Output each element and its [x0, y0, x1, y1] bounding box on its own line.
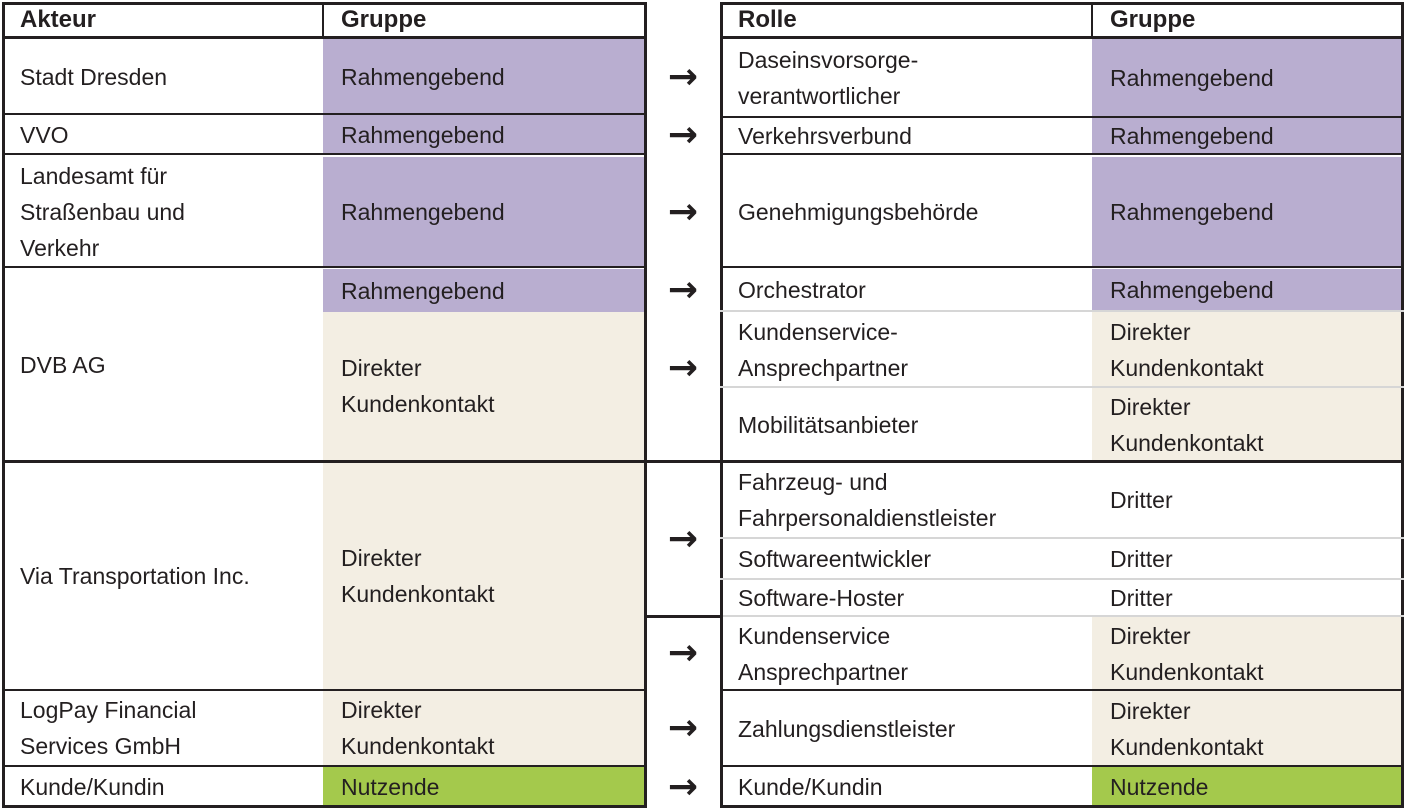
group-cell: Rahmengebend: [1110, 65, 1274, 91]
header-row-divider: [720, 36, 1404, 39]
actor-cell-kunde: Kunde/Kundin: [20, 773, 165, 800]
group-fill-direkter-kundenkontakt: [1092, 617, 1402, 690]
group-cell: Direkter Kundenkontakt: [1110, 622, 1264, 685]
group-fill-direkter-kundenkontakt: [1092, 312, 1402, 387]
header-cell-rolle: Rolle: [738, 5, 797, 33]
group-cell: Rahmengebend: [341, 122, 505, 148]
table-border-left: [720, 2, 723, 808]
table-border-right: [1401, 2, 1404, 808]
actor-cell-vvo: VVO: [20, 122, 69, 148]
row-divider: [2, 460, 1402, 463]
group-cell: Nutzende: [341, 773, 440, 800]
role-cell-kundenservice-ansprechpartner: Kundenservice- Ansprechpartner: [738, 318, 909, 381]
group-cell: Direkter Kundenkontakt: [1110, 393, 1264, 456]
header-column-divider: [322, 2, 324, 39]
table-border-right: [644, 2, 647, 808]
header-cell-akteur: Akteur: [20, 5, 97, 33]
table-border-top: [720, 2, 1404, 5]
row-divider: [720, 116, 1404, 118]
row-divider: [2, 689, 647, 691]
group-fill-nutzende: [1092, 767, 1402, 806]
group-cell: Rahmengebend: [341, 199, 505, 225]
mapping-arrow-icon: →: [667, 518, 699, 560]
group-cell: Rahmengebend: [341, 277, 505, 304]
mapping-arrow-icon: →: [667, 114, 699, 156]
role-cell-software-hoster: Software-Hoster: [738, 585, 905, 611]
group-cell: Direkter Kundenkontakt: [341, 545, 495, 607]
header-row-divider: [2, 36, 647, 39]
table-border-bottom: [2, 805, 647, 808]
group-fill-rahmengebend: [1092, 39, 1402, 117]
group-fill-direkter-kundenkontakt: [323, 312, 645, 460]
group-fill-direkter-kundenkontakt: [323, 691, 645, 765]
header-column-divider: [1091, 2, 1093, 39]
group-fill-rahmengebend: [323, 115, 645, 155]
group-cell: Direkter Kundenkontakt: [1110, 318, 1264, 381]
row-divider-light: [720, 310, 1404, 312]
mapping-arrow-icon: →: [667, 347, 699, 389]
group-cell: Dritter: [1110, 546, 1173, 572]
role-cell-kunde: Kunde/Kundin: [738, 773, 883, 800]
header-cell-gruppe-left: Gruppe: [341, 5, 427, 33]
row-divider: [720, 153, 1404, 155]
mapping-arrow-icon: →: [667, 191, 699, 233]
group-cell: Rahmengebend: [1110, 123, 1274, 149]
role-cell-genehmigungsbehoerde: Genehmigungsbehörde: [738, 199, 979, 225]
row-divider: [2, 266, 647, 268]
actor-cell-dvb-ag: DVB AG: [20, 352, 106, 378]
group-cell: Direkter Kundenkontakt: [1110, 697, 1264, 760]
group-cell: Direkter Kundenkontakt: [341, 355, 495, 417]
group-fill-direkter-kundenkontakt: [323, 463, 645, 689]
row-divider: [720, 765, 1404, 767]
actor-cell-landesamt: Landesamt für Straßenbau und Verkehr: [20, 163, 185, 261]
group-cell: Rahmengebend: [341, 63, 505, 90]
row-divider-light: [720, 537, 1404, 539]
group-fill-rahmengebend: [323, 269, 645, 312]
group-fill-direkter-kundenkontakt: [1092, 691, 1402, 766]
role-cell-fahrzeug-fahrpersonaldienstleister: Fahrzeug- und Fahrpersonaldienstleister: [738, 469, 997, 531]
row-divider-light: [720, 386, 1404, 388]
table-border-bottom: [720, 805, 1404, 808]
mapping-arrow-icon: →: [667, 707, 699, 749]
mapping-arrow-icon: →: [667, 56, 699, 98]
mapping-arrow-icon: →: [667, 269, 699, 311]
row-divider-light: [720, 615, 1404, 617]
mapping-arrow-icon: →: [667, 766, 699, 808]
group-cell: Nutzende: [1110, 773, 1209, 800]
mapping-arrow-icon: →: [667, 632, 699, 674]
group-fill-rahmengebend: [1092, 157, 1402, 267]
row-divider: [720, 266, 1404, 268]
role-cell-softwareentwickler: Softwareentwickler: [738, 546, 932, 572]
row-divider-light: [720, 578, 1404, 580]
row-divider: [2, 113, 647, 115]
group-cell: Rahmengebend: [1110, 199, 1274, 225]
header-cell-gruppe-right: Gruppe: [1110, 5, 1196, 33]
group-fill-rahmengebend: [1092, 118, 1402, 154]
actor-cell-logpay: LogPay Financial Services GmbH: [20, 697, 197, 759]
group-fill-rahmengebend: [323, 157, 645, 267]
group-cell: Dritter: [1110, 487, 1173, 513]
role-cell-verkehrsverbund: Verkehrsverbund: [738, 123, 912, 149]
group-fill-nutzende: [323, 767, 645, 806]
actor-cell-stadt-dresden: Stadt Dresden: [20, 63, 168, 90]
role-cell-mobilitaetsanbieter: Mobilitätsanbieter: [738, 411, 919, 438]
group-cell: Direkter Kundenkontakt: [341, 697, 495, 759]
role-cell-orchestrator: Orchestrator: [738, 277, 866, 303]
actor-cell-via-transportation: Via Transportation Inc.: [20, 563, 250, 589]
row-divider: [2, 153, 647, 155]
table-border-left: [2, 2, 5, 808]
group-cell: Rahmengebend: [1110, 277, 1274, 303]
group-fill-rahmengebend: [1092, 269, 1402, 311]
group-fill-direkter-kundenkontakt: [1092, 388, 1402, 461]
group-fill-rahmengebend: [323, 39, 645, 114]
gutter-divider: [645, 615, 723, 618]
row-divider: [2, 765, 647, 767]
row-divider: [720, 689, 1404, 691]
role-cell-kundenservice-ansprechpartner-2: Kundenservice Ansprechpartner: [738, 622, 909, 685]
table-border-top: [2, 2, 647, 5]
role-cell-zahlungsdienstleister: Zahlungsdienstleister: [738, 715, 956, 742]
role-cell-daseinsvorsorgeverantwortlicher: Daseinsvorsorge- verantwortlicher: [738, 47, 919, 109]
group-cell: Dritter: [1110, 585, 1173, 611]
